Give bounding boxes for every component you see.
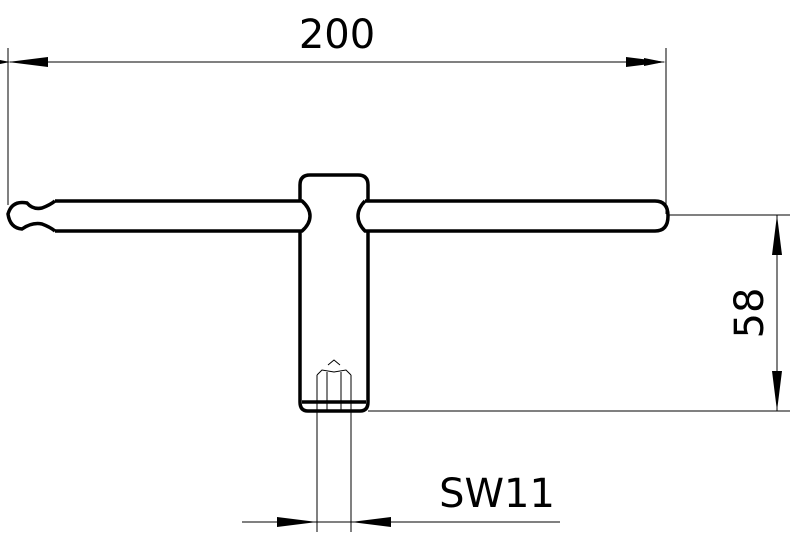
height-dimension: 58 [368,214,790,412]
t-handle-wrench [6,173,670,413]
socket-hidden-lines [316,359,352,411]
wrench-size-dimension: SW11 [242,411,560,532]
height-dimension-label: 58 [727,288,773,339]
length-dimension-label: 200 [299,12,375,58]
wrench-size-label: SW11 [439,471,555,517]
length-dimension: 200 [0,12,667,214]
